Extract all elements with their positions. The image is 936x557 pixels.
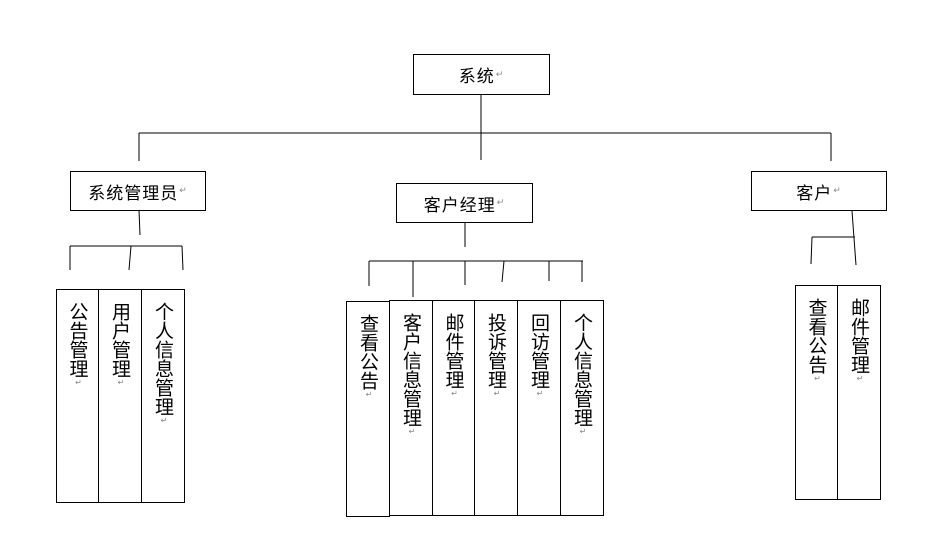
branch-node-manager: 客户经理↵ bbox=[396, 183, 533, 223]
paragraph-mark: ↵ bbox=[495, 69, 505, 80]
paragraph-mark: ↵ bbox=[116, 378, 126, 387]
branch-node-customer: 客户↵ bbox=[751, 171, 887, 211]
paragraph-mark: ↵ bbox=[492, 389, 502, 398]
paragraph-mark: ↵ bbox=[450, 389, 459, 398]
paragraph-mark: ↵ bbox=[159, 416, 169, 425]
leaf-node: 查看公告↵ bbox=[795, 285, 838, 500]
leaf-node: 查看公告↵ bbox=[346, 301, 390, 517]
connector bbox=[501, 260, 505, 283]
leaf-label: 查看公告 bbox=[805, 298, 828, 374]
leaf-label: 查看公告 bbox=[357, 314, 379, 390]
paragraph-mark: ↵ bbox=[179, 186, 188, 196]
leaf-node: 公告管理↵ bbox=[56, 289, 99, 503]
branch-node-admin: 系统管理员↵ bbox=[70, 171, 206, 211]
branch-label: 客户经理 bbox=[423, 195, 496, 216]
leaf-label: 客户信息管理 bbox=[400, 313, 422, 427]
paragraph-mark: ↵ bbox=[578, 427, 588, 436]
root-label: 系统 bbox=[458, 67, 495, 87]
paragraph-mark: ↵ bbox=[813, 374, 822, 383]
root-node: 系统↵ bbox=[413, 54, 550, 95]
paragraph-mark: ↵ bbox=[364, 390, 374, 399]
connector bbox=[138, 209, 141, 236]
leaf-node: 投诉管理↵ bbox=[474, 300, 518, 516]
paragraph-mark: ↵ bbox=[74, 378, 83, 387]
leaf-label: 邮件管理 bbox=[848, 298, 870, 374]
leaf-label: 个人信息管理 bbox=[571, 313, 593, 427]
connector bbox=[181, 245, 184, 271]
leaf-node: 客户信息管理↵ bbox=[389, 300, 433, 516]
branch-label: 系统管理员 bbox=[88, 183, 179, 204]
paragraph-mark: ↵ bbox=[407, 427, 417, 436]
connector bbox=[851, 210, 857, 266]
paragraph-mark: ↵ bbox=[855, 374, 865, 383]
leaf-label: 用户管理 bbox=[109, 302, 131, 378]
leaf-node: 个人信息管理↵ bbox=[560, 300, 604, 516]
leaf-label: 公告管理 bbox=[66, 302, 89, 378]
leaf-node: 回访管理↵ bbox=[517, 300, 561, 516]
connector bbox=[810, 236, 813, 265]
leaf-node: 邮件管理↵ bbox=[837, 285, 881, 500]
paragraph-mark: ↵ bbox=[496, 198, 506, 208]
paragraph-mark: ↵ bbox=[833, 186, 842, 196]
leaf-label: 投诉管理 bbox=[485, 313, 507, 389]
branch-label: 客户 bbox=[796, 183, 833, 204]
leaf-label: 回访管理 bbox=[528, 313, 550, 389]
leaf-node: 个人信息管理↵ bbox=[141, 289, 185, 503]
leaf-node: 用户管理↵ bbox=[98, 289, 142, 503]
paragraph-mark: ↵ bbox=[535, 389, 545, 398]
leaf-label: 邮件管理 bbox=[442, 313, 465, 389]
connector bbox=[128, 245, 132, 271]
leaf-label: 个人信息管理 bbox=[152, 302, 174, 416]
leaf-node: 邮件管理↵ bbox=[432, 300, 475, 516]
